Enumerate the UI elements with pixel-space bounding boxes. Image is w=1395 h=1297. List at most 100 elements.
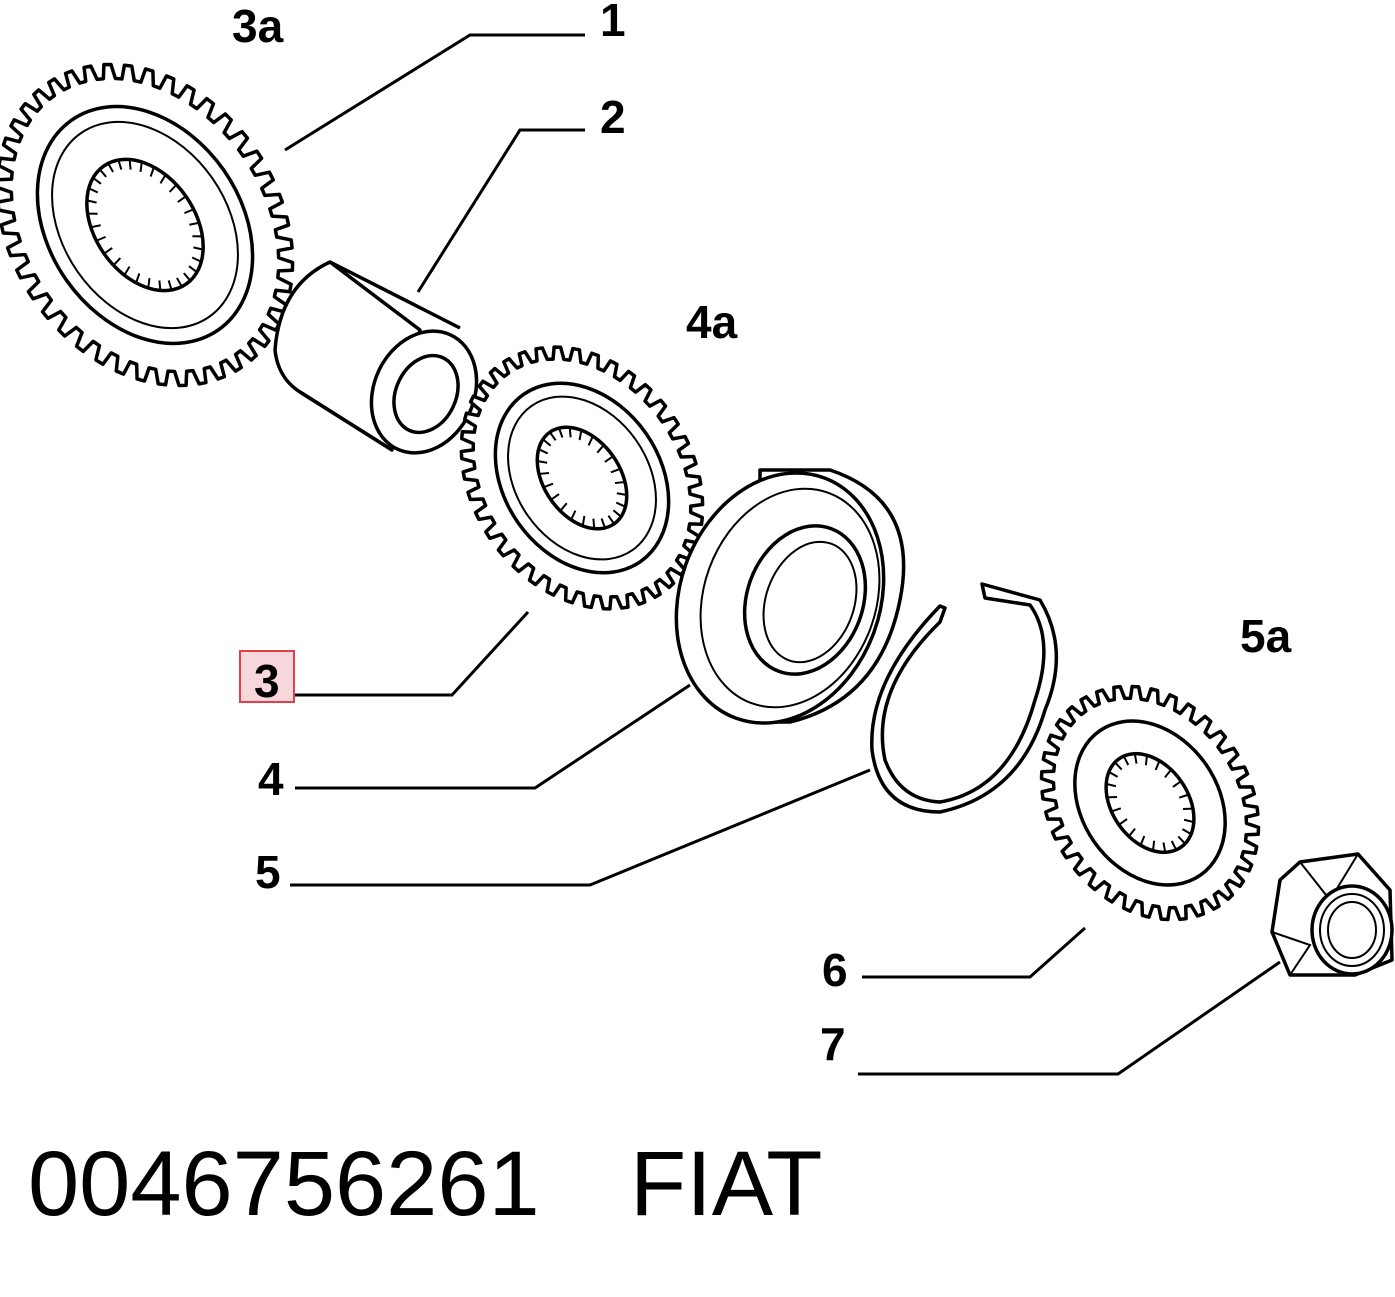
spline-tooth <box>192 235 203 238</box>
callout-1: 1 <box>600 0 626 46</box>
spline-tooth <box>92 176 102 185</box>
spline-tooth <box>612 509 622 518</box>
spline-tooth <box>559 502 568 512</box>
spline-tooth <box>604 455 614 463</box>
spline-tooth <box>1181 828 1192 836</box>
spline-tooth <box>581 515 586 527</box>
spline-tooth <box>1144 755 1148 766</box>
spline-tooth <box>117 159 123 170</box>
leader-4 <box>295 683 691 790</box>
brand-name: FIAT <box>630 1133 823 1235</box>
spline-tooth <box>159 174 167 184</box>
spline-tooth <box>538 472 550 475</box>
spline-tooth <box>168 183 178 193</box>
spline-tooth <box>1122 755 1130 766</box>
spline-tooth <box>123 266 131 276</box>
spline-tooth <box>167 280 173 291</box>
spline-tooth <box>189 221 200 226</box>
spline-tooth <box>1105 782 1117 788</box>
spline-tooth <box>1170 840 1178 851</box>
spline-tooth <box>176 277 183 288</box>
spline-tooth <box>86 199 97 204</box>
spline-tooth <box>537 460 548 464</box>
spline-tooth <box>128 159 132 170</box>
spline-tooth <box>183 272 192 282</box>
spline-tooth <box>1111 807 1122 813</box>
callout-4a: 4a <box>686 296 738 348</box>
spline-tooth <box>615 501 626 508</box>
spline-tooth <box>1182 807 1194 810</box>
spline-tooth <box>103 247 113 255</box>
callout-6: 6 <box>822 944 848 996</box>
spline-tooth <box>107 162 114 173</box>
leader-1 <box>284 33 585 152</box>
spline-tooth <box>1139 835 1146 846</box>
callout-5: 5 <box>255 846 281 898</box>
gear-3a <box>0 62 295 388</box>
spline-tooth <box>149 166 155 177</box>
spline-tooth <box>558 427 564 438</box>
leader-5 <box>290 768 871 887</box>
leader-lines <box>284 33 1281 1076</box>
spline-tooth <box>1133 753 1138 764</box>
spline-tooth <box>158 280 162 291</box>
spline-tooth <box>193 246 204 251</box>
ball-bearing <box>674 468 906 725</box>
spline-tooth <box>568 427 572 438</box>
callout-3: 3 <box>254 655 280 707</box>
callout-5a: 5a <box>1240 610 1292 662</box>
spline-tooth <box>1177 835 1186 845</box>
leader-3 <box>292 610 530 697</box>
spline-tooth <box>1114 761 1123 771</box>
spline-tooth <box>135 273 141 284</box>
spline-tooth <box>1162 842 1167 853</box>
spline-tooth <box>177 195 187 203</box>
spline-tooth <box>587 435 594 446</box>
snap-ring <box>870 582 1059 814</box>
spline-tooth <box>87 212 98 215</box>
spline-tooth <box>592 518 596 529</box>
leader-6 <box>862 926 1086 979</box>
callout-3-highlight[interactable]: 3 <box>239 650 295 707</box>
spline-tooth <box>1118 818 1128 826</box>
leader-2 <box>416 128 585 293</box>
spline-tooth <box>549 431 557 441</box>
spline-tooth <box>191 256 202 263</box>
spline-tooth <box>147 278 151 289</box>
callout-3a: 3a <box>232 0 284 52</box>
spline-tooth <box>1152 840 1156 851</box>
spline-tooth <box>95 235 106 242</box>
spline-tooth <box>1108 770 1119 778</box>
spline-tooth <box>542 438 552 447</box>
part-number: 0046756261 <box>28 1133 540 1235</box>
spline-tooth <box>139 161 143 172</box>
callout-2: 2 <box>600 91 626 143</box>
spline-tooth <box>188 265 198 274</box>
leader-7 <box>858 960 1281 1076</box>
spline-tooth <box>538 448 549 455</box>
callout-7: 7 <box>820 1018 846 1070</box>
spline-tooth <box>578 429 583 441</box>
spline-tooth <box>1178 793 1189 799</box>
spline-tooth <box>1154 760 1161 771</box>
spline-tooth <box>616 492 627 496</box>
spline-tooth <box>596 444 605 454</box>
spline-tooth <box>1164 768 1172 779</box>
gear-3 <box>459 345 705 611</box>
spline-tooth <box>1128 827 1136 838</box>
spline-tooth <box>600 518 606 529</box>
spline-tooth <box>570 510 577 521</box>
spline-tooth <box>550 493 560 501</box>
spline-tooth <box>184 208 195 215</box>
spline-tooth <box>1106 796 1118 799</box>
spline-tooth <box>90 224 101 229</box>
spline-tooth <box>614 481 626 484</box>
bushing-sleeve <box>273 260 479 455</box>
spline-tooth <box>610 467 621 474</box>
callout-4: 4 <box>258 753 284 805</box>
spline-tooth <box>1172 780 1182 788</box>
hex-nut <box>1270 852 1394 977</box>
spline-tooth <box>88 187 99 194</box>
spline-tooth <box>607 515 615 525</box>
